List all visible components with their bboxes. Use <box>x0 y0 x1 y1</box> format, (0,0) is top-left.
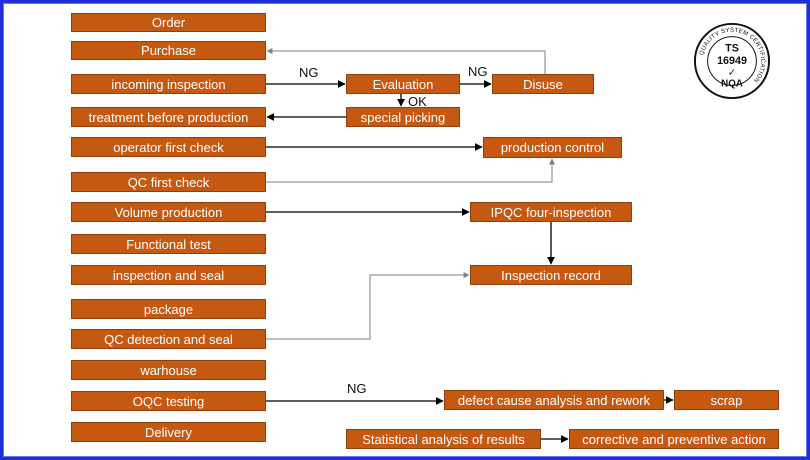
step-qc-detection-and-seal: QC detection and seal <box>71 329 266 349</box>
certification-seal-icon: QUALITY SYSTEM CERTIFICATION TS 16949 ✓ … <box>693 22 771 100</box>
arrow-disuse-to-purchase <box>266 48 546 74</box>
step-oqc-testing: OQC testing <box>71 391 266 411</box>
arrow-qc-detection-to-inspection-record <box>266 272 470 340</box>
step-functional-test: Functional test <box>71 234 266 254</box>
label-ng-incoming: NG <box>299 65 319 80</box>
step-treatment-before-production: treatment before production <box>71 107 266 127</box>
step-operator-first-check: operator first check <box>71 137 266 157</box>
step-qc-first-check: QC first check <box>71 172 266 192</box>
box-statistical-analysis: Statistical analysis of results <box>346 429 541 449</box>
box-special-picking: special picking <box>346 107 460 127</box>
step-package: package <box>71 299 266 319</box>
cert-line1: TS <box>725 42 739 54</box>
label-ok-evaluation: OK <box>408 94 427 109</box>
cert-check-mark: ✓ <box>728 68 736 79</box>
step-order: Order <box>71 13 266 32</box>
step-inspection-and-seal: inspection and seal <box>71 265 266 285</box>
step-warhouse: warhouse <box>71 360 266 380</box>
step-volume-production: Volume production <box>71 202 266 222</box>
label-ng-evaluation: NG <box>468 64 488 79</box>
arrow-qc-first-to-production-control <box>266 158 555 183</box>
box-ipqc-four-inspection: IPQC four-inspection <box>470 202 632 222</box>
cert-line2: 16949 <box>717 55 747 67</box>
box-scrap: scrap <box>674 390 779 410</box>
step-delivery: Delivery <box>71 422 266 442</box>
box-corrective-action: corrective and preventive action <box>569 429 779 449</box>
cert-issuer: NQA <box>721 78 743 89</box>
step-incoming-inspection: incoming inspection <box>71 74 266 94</box>
box-disuse: Disuse <box>492 74 594 94</box>
box-evaluation: Evaluation <box>346 74 460 94</box>
label-ng-oqc: NG <box>347 381 367 396</box>
box-inspection-record: Inspection record <box>470 265 632 285</box>
box-production-control: production control <box>483 137 622 158</box>
step-purchase: Purchase <box>71 41 266 60</box>
box-defect-cause-analysis: defect cause analysis and rework <box>444 390 664 410</box>
